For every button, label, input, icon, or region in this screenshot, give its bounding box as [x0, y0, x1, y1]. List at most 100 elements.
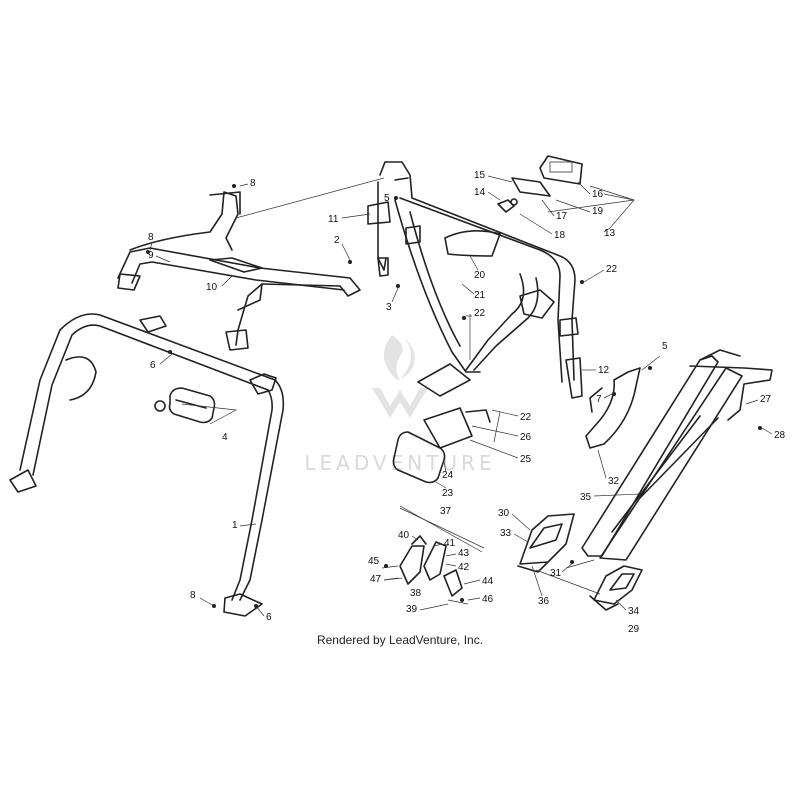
callout-11-label: 11: [328, 214, 339, 225]
callout-20-label: 20: [474, 270, 486, 281]
callout-6-label-a: 6: [150, 360, 156, 371]
callout-22-label-b: 22: [474, 308, 486, 319]
callout-2: 2: [334, 235, 351, 261]
callout-45-label: 45: [368, 556, 380, 567]
callout-22c: 22: [491, 409, 532, 423]
callout-6a: 6: [150, 353, 173, 371]
callout-18-label: 18: [554, 230, 566, 241]
callout-28: 28: [761, 427, 786, 441]
callout-6b: 6: [255, 605, 272, 623]
callout-8-label-b: 8: [148, 232, 154, 243]
callout-26-label: 26: [520, 432, 532, 443]
callout-29: 29: [628, 624, 640, 635]
callout-44-label: 44: [482, 576, 494, 587]
rear-roll-cage: [367, 161, 583, 399]
callout-24: 24: [442, 461, 454, 481]
callout-5-label-a: 5: [384, 193, 390, 204]
callout-41: 41: [433, 538, 456, 549]
callout-36: 36: [531, 565, 550, 607]
callout-10: 10: [206, 275, 233, 293]
callout-3: 3: [386, 287, 399, 313]
bracket-29: [589, 565, 643, 611]
callout-5a: 5: [384, 193, 390, 204]
callout-8-label-c: 8: [190, 590, 196, 601]
callout-1: 1: [232, 520, 257, 531]
callout-37-label: 37: [440, 506, 452, 517]
callout-44: 44: [463, 576, 494, 587]
callout-19-label: 19: [592, 206, 604, 217]
callout-31: 31: [550, 561, 575, 579]
group-brackets: [399, 193, 635, 549]
callout-22a: 22: [583, 264, 618, 283]
callout-22-label-a: 22: [606, 264, 618, 275]
callout-42: 42: [445, 562, 470, 573]
callout-23: 23: [435, 481, 454, 499]
callout-36-label: 36: [538, 596, 550, 607]
callout-43-label: 43: [458, 548, 470, 559]
callout-13: 13: [604, 228, 616, 239]
callout-34-label: 34: [628, 606, 640, 617]
watermark-text: LEADVENTURE: [304, 451, 495, 475]
callout-14-label: 14: [474, 187, 486, 198]
callout-35: 35: [580, 492, 641, 503]
light-assembly: [497, 155, 583, 213]
callout-24-label: 24: [442, 470, 454, 481]
watermark: LEADVENTURE: [304, 335, 495, 475]
callout-21: 21: [461, 283, 486, 301]
callout-47: 47: [370, 574, 399, 585]
callout-25: 25: [469, 439, 532, 465]
callout-27-label: 27: [760, 394, 772, 405]
callout-35-label: 35: [580, 492, 592, 503]
callout-42-label: 42: [458, 562, 470, 573]
callout-47-label: 47: [370, 574, 382, 585]
callout-8a: 8: [239, 178, 256, 189]
callout-45: 45: [368, 556, 380, 567]
callout-17-label: 17: [556, 211, 568, 222]
callout-29-label: 29: [628, 624, 640, 635]
callout-12: 12: [582, 365, 610, 376]
callout-31-label: 31: [550, 568, 562, 579]
callout-4-label: 4: [222, 432, 228, 443]
callout-33: 33: [500, 528, 529, 543]
callout-38: 38: [410, 588, 422, 599]
callout-40: 40: [398, 530, 419, 541]
callout-28-label: 28: [774, 430, 786, 441]
fastener-dots: [146, 184, 762, 608]
callout-5-label-b: 5: [662, 341, 668, 352]
callout-13-label: 13: [604, 228, 616, 239]
callout-46-label: 46: [482, 594, 494, 605]
callout-27: 27: [745, 394, 772, 405]
callout-41-label: 41: [444, 538, 456, 549]
frame-rail-35: [581, 349, 773, 561]
callout-3-label: 3: [386, 302, 392, 313]
callout-19: 19: [555, 199, 604, 217]
callout-16: 16: [577, 181, 604, 200]
callout-22-label-c: 22: [520, 412, 532, 423]
callout-6-label-b: 6: [266, 612, 272, 623]
callout-15: 15: [474, 170, 513, 183]
callout-2-label: 2: [334, 235, 340, 246]
callout-33-label: 33: [500, 528, 512, 539]
credit-text: Rendered by LeadVenture, Inc.: [317, 633, 483, 647]
callout-39-label: 39: [406, 604, 418, 615]
callout-40-label: 40: [398, 530, 410, 541]
mirror-4: [154, 387, 216, 424]
skid-plate-30: [517, 513, 575, 573]
callout-9: 9: [148, 250, 171, 263]
mirror-23: [392, 363, 491, 484]
callout-labels: 1 2 3 4 5 5 6 6 7 8 8 8 9 10 11 12 13 14…: [148, 170, 786, 635]
callout-38-label: 38: [410, 588, 422, 599]
callout-37: 37: [440, 506, 452, 517]
callout-23-label: 23: [442, 488, 454, 499]
callout-32: 32: [597, 449, 620, 487]
callout-43: 43: [445, 548, 470, 559]
callout-12-label: 12: [598, 365, 610, 376]
callout-39: 39: [406, 603, 449, 615]
callout-16-label: 16: [592, 189, 604, 200]
callout-5b: 5: [662, 341, 668, 352]
callout-26: 26: [471, 425, 532, 443]
callout-7-label: 7: [596, 394, 602, 405]
bracket-32: [585, 367, 641, 449]
watermark-logo-icon: [372, 335, 428, 418]
